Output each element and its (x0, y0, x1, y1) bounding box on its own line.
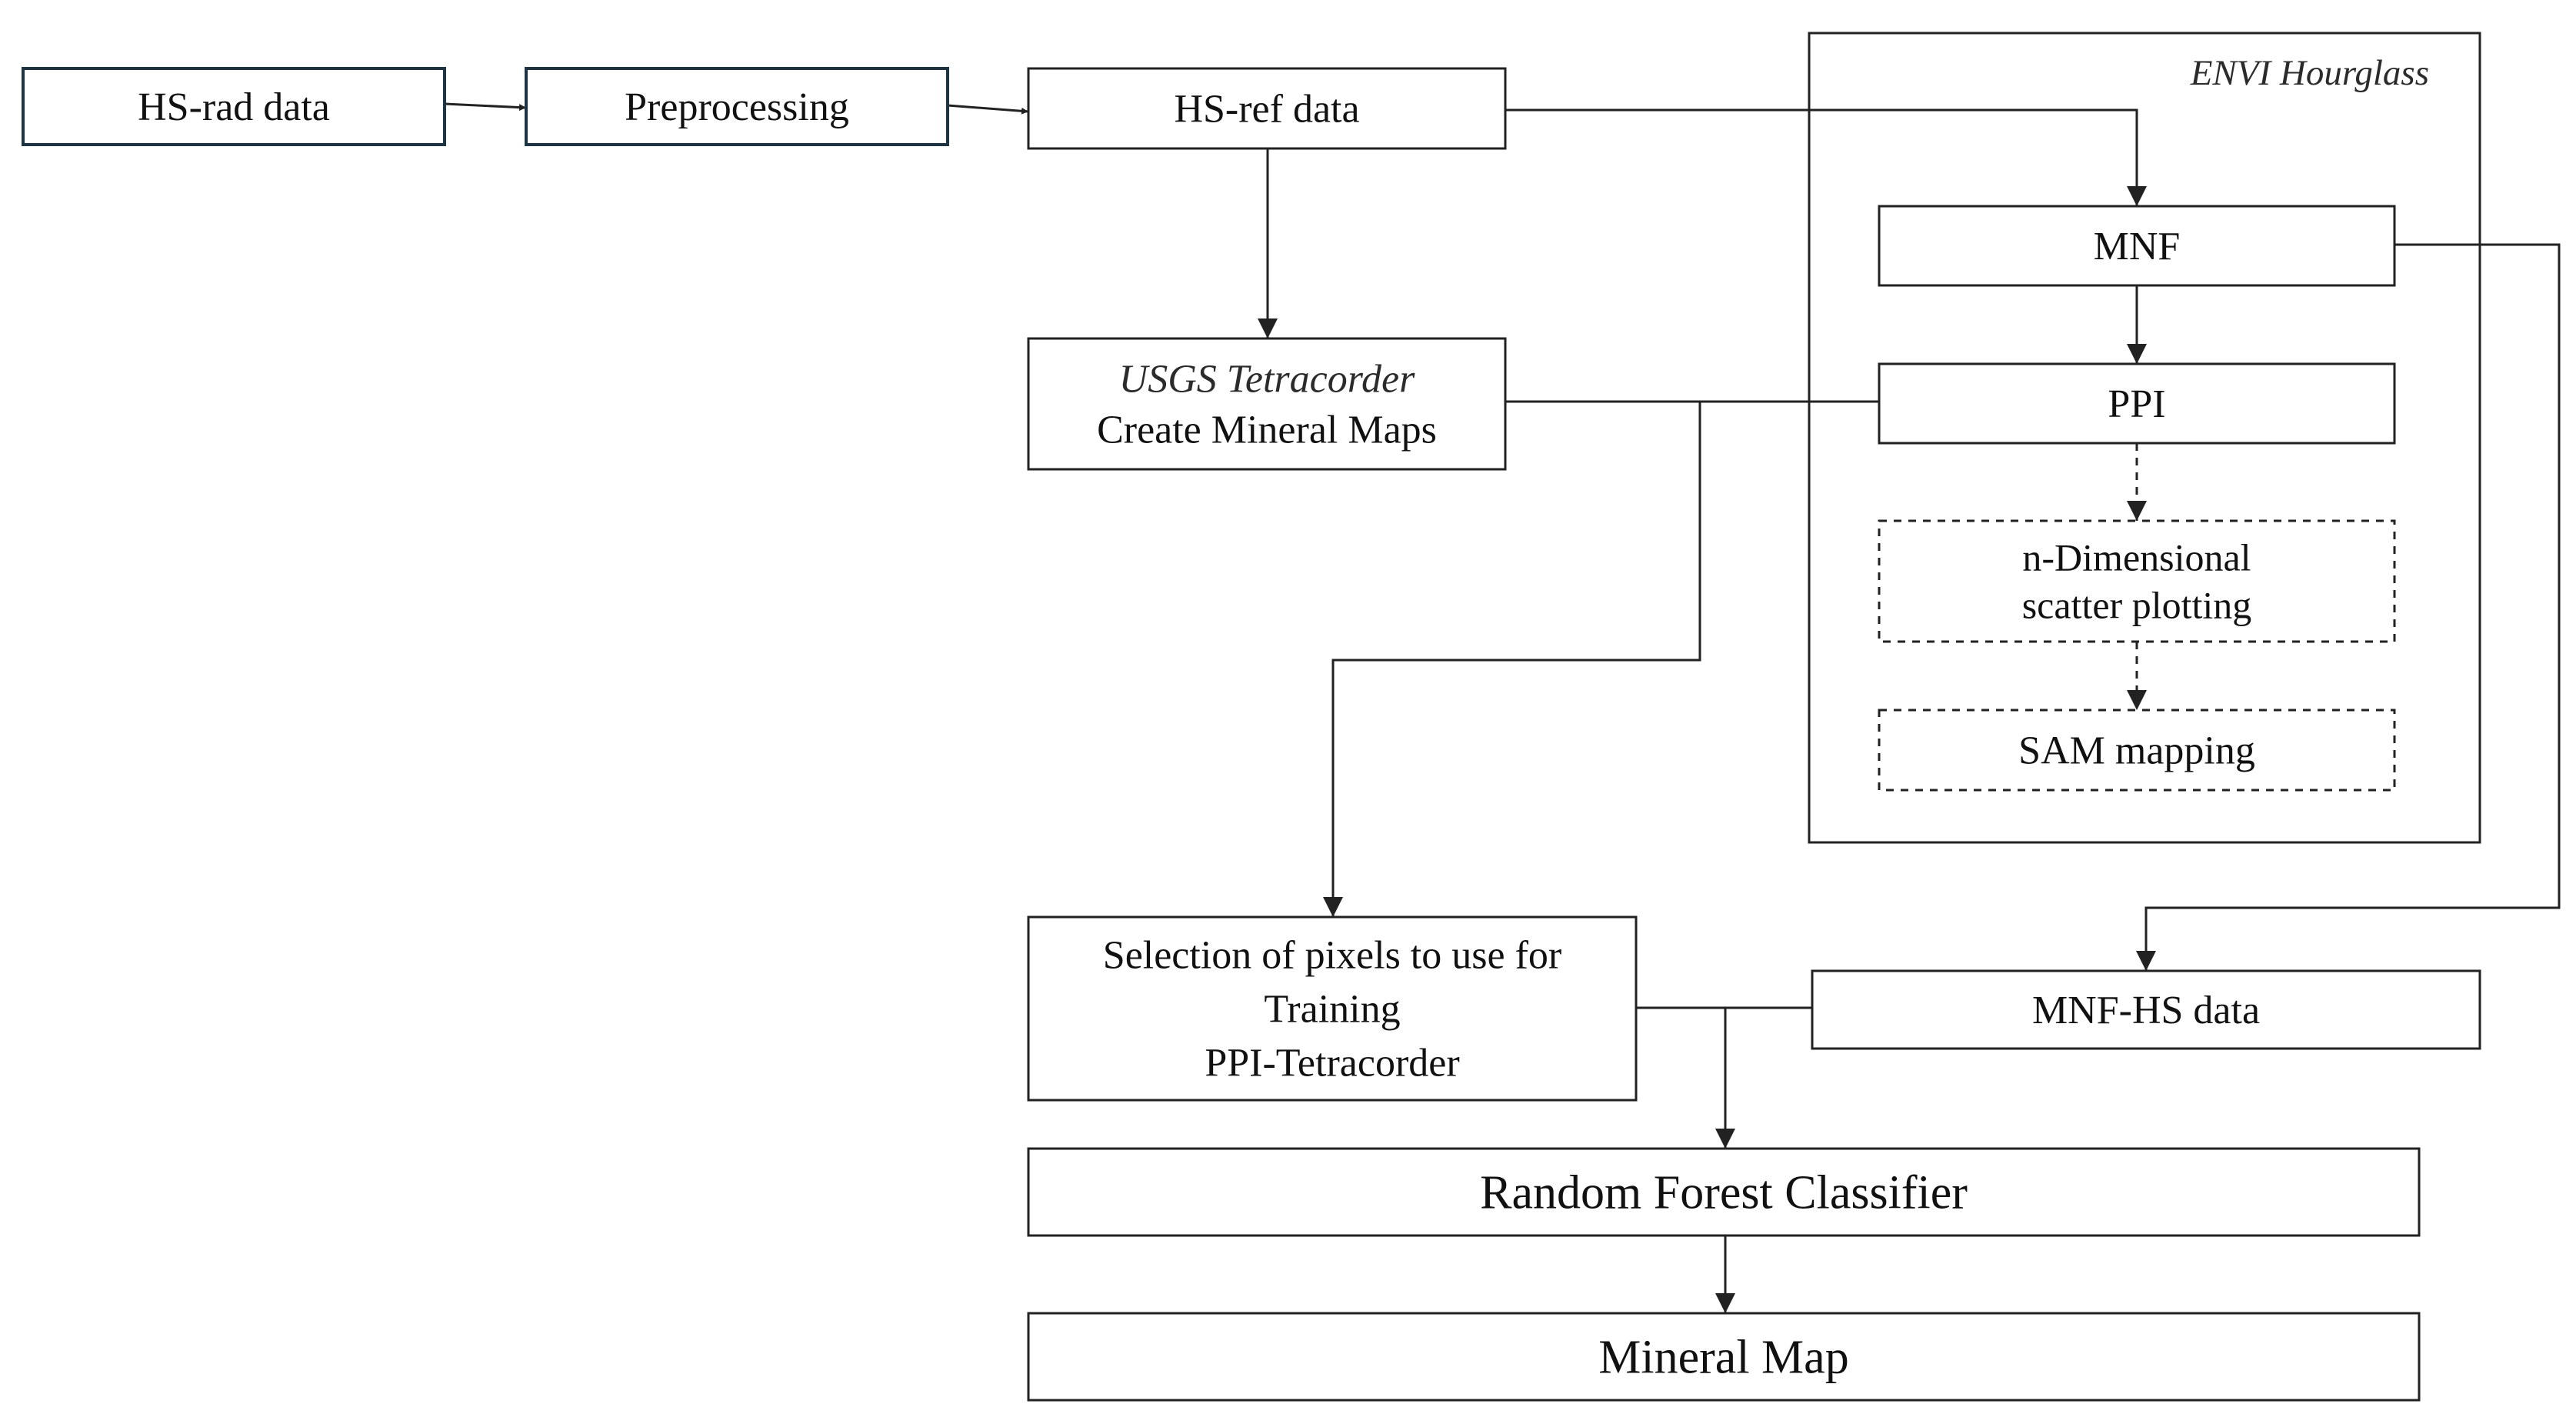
node-label-sam-mapping-0: SAM mapping (2018, 729, 2255, 773)
node-sam-mapping: SAM mapping (1878, 709, 2396, 792)
node-label-usgs-tetracorder-1: Create Mineral Maps (1097, 409, 1437, 452)
node-box-n-dimensional-scatter-plotting (1878, 519, 2396, 643)
edge-mnf-to-mnf-hs-data (2136, 243, 2561, 971)
node-label-preprocessing-0: Preprocessing (625, 85, 849, 129)
node-hs-ref-data: HS-ref data (1027, 67, 1507, 150)
node-random-forest-classifier: Random Forest Classifier (1027, 1147, 2421, 1237)
node-box-selection-of-pixels (1027, 915, 1638, 1102)
node-box-hs-rad-data (22, 67, 446, 146)
edge-preprocessing-to-hs-ref-data (947, 104, 1029, 115)
node-label-selection-of-pixels-1: Training (1264, 988, 1400, 1032)
node-label-n-dimensional-scatter-plotting-0: n-Dimensional (2022, 536, 2251, 579)
node-box-usgs-tetracorder (1027, 337, 1507, 471)
node-mnf: MNF (1878, 205, 2396, 287)
edge-line-hs-ref-data-to-mnf-0 (1505, 108, 2147, 206)
edge-line-preprocessing-to-hs-ref-data-0 (947, 104, 1029, 115)
node-selection-of-pixels: Selection of pixels to use forTrainingPP… (1027, 915, 1638, 1102)
node-hs-rad-data: HS-rad data (22, 67, 446, 146)
node-label-mnf-hs-data-0: MNF-HS data (2032, 989, 2260, 1032)
edge-selection-and-mnf-hs-data-to-random-forest-classifier (1636, 1006, 1812, 1149)
node-label-mineral-map-0: Mineral Map (1598, 1332, 1848, 1384)
node-label-usgs-tetracorder-0: USGS Tetracorder (1119, 358, 1415, 402)
node-label-selection-of-pixels-0: Selection of pixels to use for (1103, 934, 1561, 978)
node-box-random-forest-classifier (1027, 1147, 2421, 1237)
node-box-mnf-hs-data (1811, 969, 2481, 1050)
node-label-hs-ref-data-0: HS-ref data (1174, 88, 1359, 132)
node-box-sam-mapping (1878, 709, 2396, 792)
edge-usgs-tetracorder-and-ppi-to-selection-of-pixels (1323, 400, 1879, 917)
edge-line-mnf-to-mnf-hs-data-0 (2136, 243, 2561, 971)
node-box-mnf (1878, 205, 2396, 287)
envi-hourglass-group-box (1808, 32, 2481, 844)
node-label-random-forest-classifier-0: Random Forest Classifier (1480, 1167, 1968, 1219)
node-box-ppi (1878, 362, 2396, 445)
node-label-n-dimensional-scatter-plotting-1: scatter plotting (2022, 584, 2252, 627)
envi-hourglass-group-label: ENVI Hourglass (2190, 53, 2429, 93)
node-mnf-hs-data: MNF-HS data (1811, 969, 2481, 1050)
edge-hs-rad-data-to-preprocessing (444, 102, 527, 112)
node-box-hs-ref-data (1027, 67, 1507, 150)
node-label-ppi-0: PPI (2108, 382, 2165, 426)
node-label-selection-of-pixels-2: PPI-Tetracorder (1205, 1042, 1459, 1086)
node-label-hs-rad-data-0: HS-rad data (138, 85, 330, 129)
node-box-preprocessing (525, 67, 949, 146)
node-n-dimensional-scatter-plotting: n-Dimensional scatter plotting (1878, 519, 2396, 643)
edge-hs-ref-data-to-mnf (1505, 108, 2147, 206)
edge-line-usgs-tetracorder-and-ppi-to-selection-of-pixels-1 (1323, 402, 1701, 917)
node-mineral-map: Mineral Map (1027, 1312, 2421, 1402)
node-label-mnf-0: MNF (2094, 225, 2181, 268)
edge-line-hs-rad-data-to-preprocessing-0 (444, 102, 527, 112)
node-box-mineral-map (1027, 1312, 2421, 1402)
node-preprocessing: Preprocessing (525, 67, 949, 146)
node-ppi: PPI (1878, 362, 2396, 445)
